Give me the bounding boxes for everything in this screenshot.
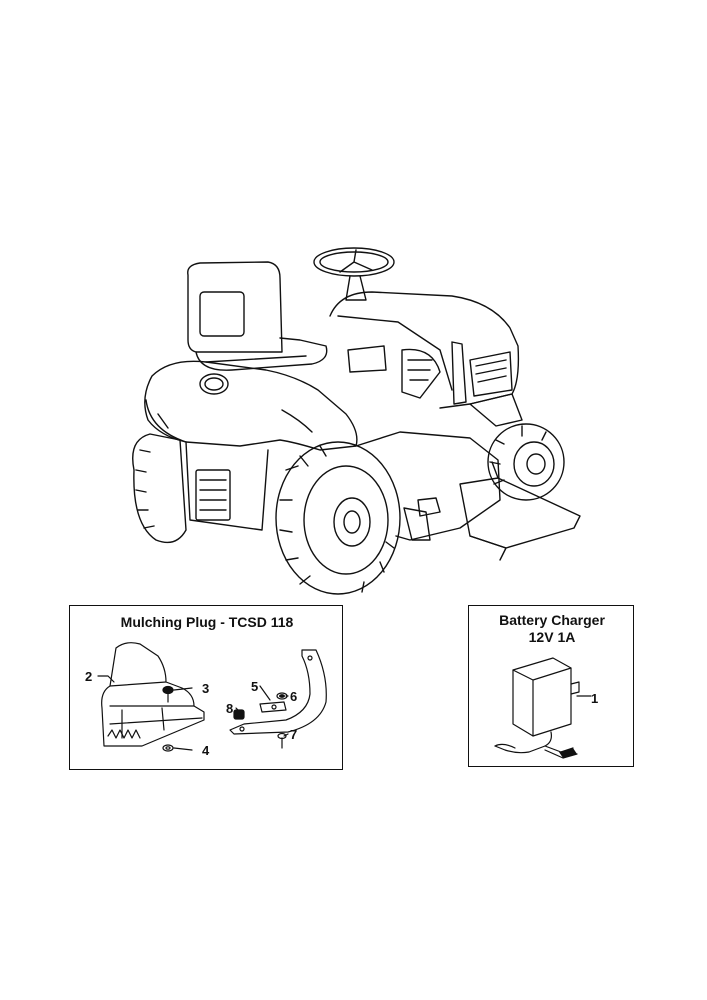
plate-part-5 bbox=[259, 701, 287, 713]
seat bbox=[187, 261, 328, 371]
callout-4: 4 bbox=[202, 743, 210, 758]
mower-deck bbox=[355, 431, 581, 561]
callout-6: 6 bbox=[290, 689, 298, 704]
right-rear-wheel bbox=[275, 441, 401, 595]
right-front-wheel bbox=[487, 423, 565, 501]
battery-charger-panel: Battery Charger 12V 1A 1 bbox=[468, 605, 634, 767]
callout-3: 3 bbox=[202, 681, 210, 696]
callout-5: 5 bbox=[251, 679, 259, 694]
mulching-plug-body bbox=[101, 642, 205, 747]
battery-charger-diagram bbox=[494, 657, 592, 759]
battery-charger-spec: 12V 1A bbox=[528, 629, 576, 645]
tractor-illustration bbox=[132, 247, 581, 595]
bracket-bar bbox=[229, 649, 327, 735]
mulching-plug-panel: Mulching Plug - TCSD 118 bbox=[69, 605, 343, 770]
callout-8: 8 bbox=[226, 701, 234, 716]
battery-charger-title: Battery Charger bbox=[499, 612, 605, 628]
screw-part-7 bbox=[277, 732, 287, 749]
hood bbox=[329, 291, 520, 409]
callout-7: 7 bbox=[290, 727, 298, 742]
mulching-plug-parts-diagram bbox=[97, 642, 327, 752]
left-rear-wheel bbox=[132, 433, 187, 544]
nut-part-4 bbox=[162, 744, 174, 752]
rear-body bbox=[144, 360, 358, 531]
steering-wheel bbox=[313, 247, 395, 301]
callout-2: 2 bbox=[85, 669, 93, 684]
callout-1: 1 bbox=[591, 691, 599, 706]
mulching-plug-title: Mulching Plug - TCSD 118 bbox=[120, 614, 294, 630]
